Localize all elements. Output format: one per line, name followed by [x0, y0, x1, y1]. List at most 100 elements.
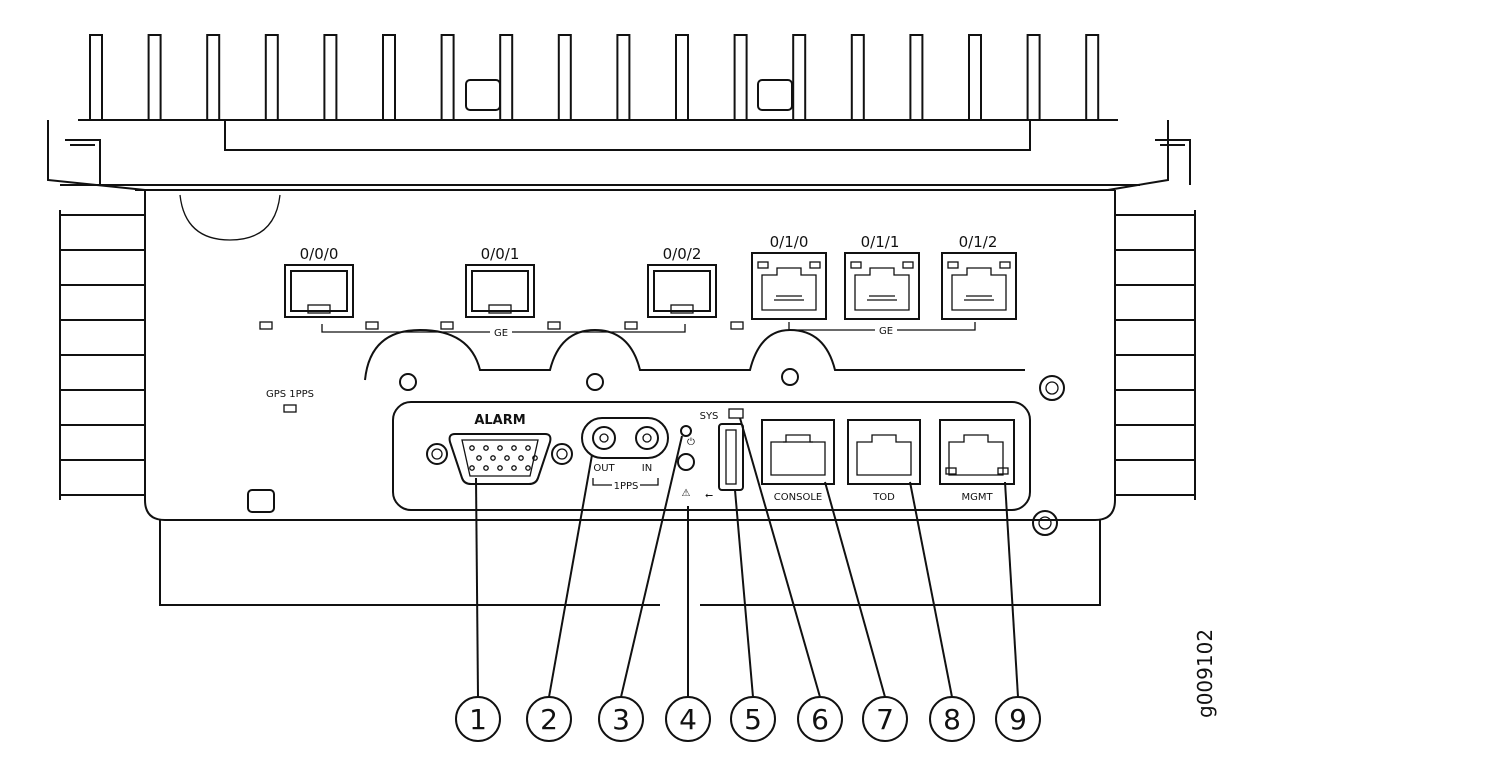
heatsink-fin: [382, 34, 396, 120]
callout-leader-line: [1004, 481, 1019, 698]
pps-out-connector[interactable]: [592, 426, 616, 450]
db15-pin: [476, 455, 482, 461]
heatsink-fin: [206, 34, 221, 120]
alarm-label: ALARM: [474, 413, 525, 428]
pps-in-label: IN: [642, 463, 652, 474]
rj45-ports: 0/1/0 0/1/1 0/1/2 GE: [751, 233, 1017, 337]
heatsink-fin: [733, 34, 748, 120]
callout-leader-line: [909, 481, 953, 698]
db15-pin: [497, 445, 503, 451]
sys-label: SYS: [700, 411, 719, 422]
ge-label-rj45: GE: [879, 326, 893, 337]
console-port[interactable]: [761, 419, 835, 485]
callout-number: 4: [679, 703, 697, 736]
callout-number: 6: [811, 703, 829, 736]
heatsink-fin: [792, 34, 807, 120]
heatsink-fin: [909, 34, 924, 120]
sfp-cage-1[interactable]: [465, 264, 535, 318]
power-button[interactable]: ⏻: [677, 425, 695, 471]
alarm-connector[interactable]: ALARM: [426, 413, 573, 485]
rj45-jack-0[interactable]: [751, 252, 827, 320]
db15-pin: [490, 455, 496, 461]
figure-id: g009102: [1193, 629, 1217, 718]
heatsink-fin: [89, 34, 103, 120]
sfp-cage-2[interactable]: [647, 264, 717, 318]
console-label: CONSOLE: [774, 492, 822, 503]
db15-pin: [483, 445, 489, 451]
heatsink-fin: [1026, 34, 1041, 120]
callout-circle: [730, 696, 776, 742]
top-heatsink-fins: [89, 34, 1100, 120]
ge-label-sfp: GE: [494, 328, 508, 339]
heatsink-fin: [675, 34, 689, 120]
sfp-port-label-1: 0/0/1: [481, 245, 520, 263]
db15-pin: [511, 465, 517, 471]
callout-number: 2: [540, 703, 558, 736]
heatsink-fin: [499, 34, 514, 120]
tod-label: TOD: [872, 492, 895, 503]
callout-number: 7: [876, 703, 894, 736]
callout-number: 8: [943, 703, 961, 736]
sfp-cage-0[interactable]: [284, 264, 354, 318]
rj45-port-label-0: 0/1/0: [770, 233, 809, 251]
heatsink-fin: [557, 34, 572, 120]
mgmt-label: MGMT: [961, 492, 993, 503]
callout-circle: [862, 696, 908, 742]
pps-connectors: OUT IN 1PPS: [581, 417, 669, 492]
db15-pin: [518, 455, 524, 461]
io-bezel: [392, 401, 1031, 511]
gps-1pps-label: GPS 1PPS: [266, 389, 314, 400]
callout-number: 1: [469, 703, 487, 736]
db15-pin: [525, 445, 531, 451]
callout-leader-line: [475, 477, 479, 698]
mgmt-port[interactable]: [939, 419, 1015, 485]
heatsink-fin: [616, 34, 631, 120]
db15-pin: [469, 445, 475, 451]
chassis-outline: [47, 79, 1196, 606]
callout-circle: [526, 696, 572, 742]
usb-icon: ⭠: [705, 490, 713, 501]
sfp-port-label-2: 0/0/2: [663, 245, 702, 263]
heatsink-fin: [264, 34, 279, 120]
pps-out-label: OUT: [593, 463, 615, 474]
esd-warning-icon: ⚠: [682, 488, 691, 499]
sfp-port-label-0: 0/0/0: [300, 245, 339, 263]
callout-leader-line: [734, 489, 754, 698]
heatsink-fin: [147, 34, 162, 120]
callout-leader-line: [620, 435, 683, 698]
callout-circle: [455, 696, 501, 742]
heatsink-fin: [1085, 34, 1100, 120]
db15-pin: [497, 465, 503, 471]
db15-pin: [511, 445, 517, 451]
db15-pin: [504, 455, 510, 461]
power-icon: ⏻: [687, 437, 695, 448]
usb-port[interactable]: [718, 423, 744, 491]
db15-pin: [532, 455, 538, 461]
callout-leader-line: [824, 481, 886, 698]
callout-circle: [995, 696, 1041, 742]
heatsink-fin: [440, 34, 455, 120]
callout-circle: [797, 696, 843, 742]
rj45-port-label-2: 0/1/2: [959, 233, 998, 251]
tod-port[interactable]: [847, 419, 921, 485]
sfp-ports: 0/0/0 0/0/1 0/0/2 GE: [259, 245, 744, 339]
rj45-port-label-1: 0/1/1: [861, 233, 900, 251]
callout-circle: [929, 696, 975, 742]
db15-pin: [525, 465, 531, 471]
db15-pin: [469, 465, 475, 471]
heatsink-fin: [850, 34, 865, 120]
rj45-jack-2[interactable]: [941, 252, 1017, 320]
callout-leader-line: [739, 417, 821, 698]
callout-circle: [598, 696, 644, 742]
callout-number: 5: [744, 703, 762, 736]
sfp-leds: [259, 321, 744, 330]
callout-number: 3: [612, 703, 630, 736]
db15-pin: [483, 465, 489, 471]
rj45-jack-1[interactable]: [844, 252, 920, 320]
pps-in-connector[interactable]: [635, 426, 659, 450]
heatsink-fin: [968, 34, 982, 120]
heatsink-fin: [323, 34, 338, 120]
pps-group-label: 1PPS: [614, 481, 639, 492]
